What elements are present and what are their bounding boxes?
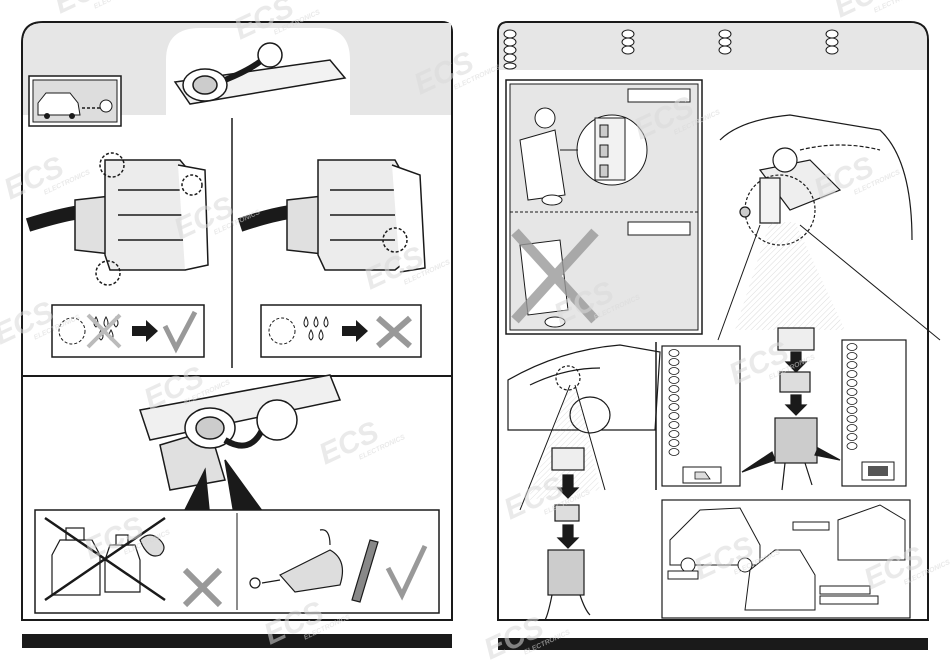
check-mark-icon <box>385 544 428 601</box>
connector-location-box <box>505 79 703 335</box>
label-placeholder <box>819 595 879 605</box>
right-page-frame <box>497 21 929 621</box>
brush-illustration <box>351 539 379 603</box>
watermark-brand: ECS <box>0 150 69 206</box>
watermark-brand: ECS <box>0 295 59 351</box>
left-footer-bar <box>22 634 452 648</box>
right-page <box>497 21 941 650</box>
label-placeholder <box>667 570 699 580</box>
water-test-correct <box>51 304 205 358</box>
fuse-relay-assembly-center <box>741 327 841 491</box>
right-header-band <box>499 23 927 70</box>
socket-illustration-incorrect <box>237 159 426 273</box>
cross-mark-icon <box>182 567 223 608</box>
wiring-legend-left <box>661 345 741 487</box>
check-mark-icon <box>162 310 198 354</box>
cross-mark-icon <box>376 315 412 349</box>
fuse-relay-assembly-left <box>544 447 591 621</box>
wiring-legend-right <box>841 339 907 487</box>
right-footer-bar <box>498 638 928 650</box>
watermark-sub: ELECTRONICS <box>93 0 142 11</box>
air-blower-illustration <box>249 529 343 593</box>
towbar-socket-illustration-bottom <box>139 374 342 521</box>
rear-car-views-box <box>661 499 911 619</box>
label-placeholder <box>792 521 830 531</box>
engine-bay-illustration <box>719 114 913 246</box>
cleaning-instructions-box <box>34 509 440 614</box>
arrow-right-icon <box>342 320 368 342</box>
left-page-frame <box>21 21 453 621</box>
left-page <box>21 21 453 648</box>
header-step-markers <box>503 29 839 70</box>
watermark-brand: ECS <box>314 415 384 471</box>
towbar-socket-illustration-top <box>173 42 347 105</box>
car-icon <box>28 75 122 127</box>
arrow-right-icon <box>132 320 158 342</box>
water-test-incorrect <box>260 304 422 358</box>
label-placeholder <box>627 88 691 103</box>
watermark-brand: ECS <box>809 150 879 206</box>
socket-illustration-correct <box>25 152 209 286</box>
watermark-brand: ECS <box>479 610 549 666</box>
label-placeholder <box>819 585 871 595</box>
water-drops-icon <box>303 315 329 341</box>
label-placeholder <box>627 221 691 236</box>
